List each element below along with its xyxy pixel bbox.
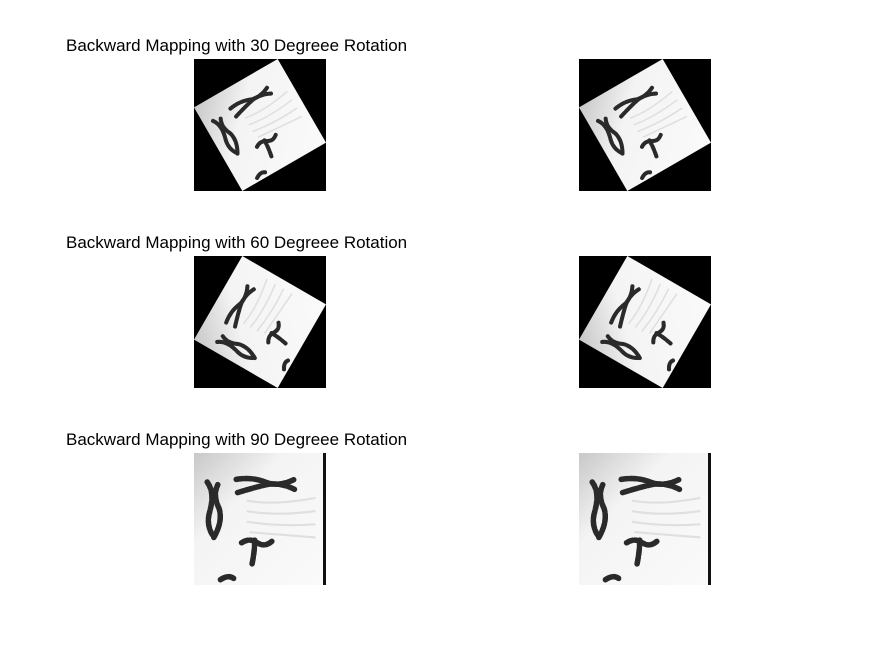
image-60-right: [579, 256, 711, 388]
row-title-30: Backward Mapping with 30 Degreee Rotatio…: [66, 36, 408, 55]
image-90-right: [579, 453, 711, 585]
chromosome-image: [579, 453, 711, 585]
image-30-left: [194, 59, 326, 191]
image-90-left: [194, 453, 326, 585]
chromosome-image: [194, 256, 326, 388]
chromosome-image: [194, 453, 326, 585]
image-30-right: [579, 59, 711, 191]
chromosome-image: [579, 59, 711, 191]
image-60-left: [194, 256, 326, 388]
row-title-90: Backward Mapping with 90 Degreee Rotatio…: [66, 430, 408, 449]
row-title-60: Backward Mapping with 60 Degreee Rotatio…: [66, 233, 408, 252]
chromosome-image: [194, 59, 326, 191]
chromosome-image: [579, 256, 711, 388]
